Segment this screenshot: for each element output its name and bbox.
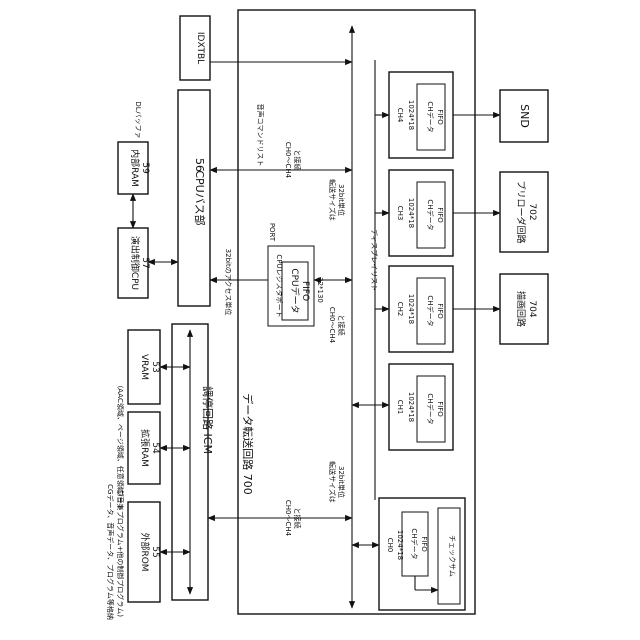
cpu-data-fifo-label-2: FIFO [300, 281, 310, 301]
channel-fifo-label-2-ch0: FIFO [420, 536, 428, 552]
channel-size-ch3: 1024*18 [407, 198, 415, 228]
channel-fifo-label-1-ch3: CHデータ [426, 199, 435, 230]
checksum-label: チェックサム [448, 535, 456, 577]
channel-size-ch0: 1024*18 [396, 530, 404, 560]
channel-fifo-label-1-ch0: CHデータ [410, 528, 419, 559]
transfer-size-bottom-1: 転送サイズは [328, 461, 337, 503]
channel-size-ch1: 1024*18 [407, 392, 415, 422]
channel-fifo-label-1-ch1: CHデータ [426, 393, 435, 424]
dl-buffer-label: DLバッファ [134, 101, 142, 138]
transfer-circuit-label: データ転送回路 700 [241, 393, 255, 495]
port-label: PORT [268, 223, 276, 242]
access-unit: 32bitのアクセス単位 [224, 249, 233, 316]
display-list: ディスプレイリスト [370, 229, 379, 292]
ext-ram-label: 拡張RAM [139, 429, 151, 467]
cpu-label: 演出制御CPU [129, 236, 141, 290]
channel-fifo-label-2-ch1: FIFO [436, 401, 444, 417]
channel-fifo-label-2-ch4: FIFO [436, 109, 444, 125]
transfer-size-bottom-2: 32bit単位 [337, 466, 346, 498]
channel-name-ch2: CH2 [396, 302, 404, 317]
icm-label: 調停回路 ICM [201, 386, 215, 454]
ch-connect-top-1: CH0〜CH4 [284, 142, 292, 179]
vram-label: VRAM [139, 354, 149, 380]
idxtbl-label: IDXTBL [195, 32, 205, 64]
ext-rom-label: 外部ROM [139, 532, 151, 571]
cpu-register-port-label: CPUレジスタポート [275, 254, 284, 317]
cpu-number: 57 [140, 257, 150, 268]
channel-fifo-label-2-ch3: FIFO [436, 207, 444, 223]
channel-name-ch3: CH3 [396, 206, 404, 221]
draw-number: 704 [527, 300, 537, 317]
cpu-data-fifo-label-1: CPUデータ [289, 268, 301, 313]
internal-ram-number: 59 [140, 162, 150, 174]
channel-size-ch2: 1024*18 [407, 294, 415, 324]
channel-fifo-label-1-ch4: CHデータ [426, 101, 435, 132]
port-width: 32*130 [316, 277, 324, 303]
preloader-number: 702 [527, 203, 537, 220]
draw-label: 描画回路 [515, 291, 527, 327]
ext-rom-number: 55 [150, 546, 160, 557]
channel-name-ch0: CH0 [386, 538, 394, 553]
ext-ram-number: 54 [150, 442, 160, 454]
transfer-size-top-2: 32bit単位 [337, 184, 346, 216]
vram-number: 53 [150, 361, 160, 372]
ext-rom-note-1: CGデータ、音声データ、プログラム等格納 [106, 484, 115, 620]
preloader-label: プリローダ回路 [515, 180, 527, 243]
channel-fifo-label-2-ch2: FIFO [436, 303, 444, 319]
snd-label: SND [518, 104, 531, 128]
channel-name-ch1: CH1 [396, 400, 404, 415]
internal-ram-label: 内部RAM [129, 149, 141, 187]
cpu-bus-number: 56 [193, 158, 206, 172]
transfer-size-top-1: 転送サイズは [328, 179, 337, 221]
ch-connect-mid-2: と接続 [337, 315, 346, 336]
ch-connect-bottom-1: CH0〜CH4 [284, 500, 292, 537]
sound-command-list: 音声コマンドリスト [256, 104, 265, 167]
cpu-bus-label: CPUバス部 [193, 170, 207, 225]
ch-connect-mid-1: CH0〜CH4 [328, 307, 336, 344]
channel-size-ch4: 1024*18 [407, 100, 415, 130]
ch-connect-top-2: と接続 [293, 150, 302, 171]
ext-rom-note-2: (ブートプログラム+他の制御プログラム) [116, 487, 125, 617]
channel-name-ch4: CH4 [396, 108, 404, 123]
channel-fifo-label-1-ch2: CHデータ [426, 295, 435, 326]
ch-connect-bottom-2: と接続 [293, 508, 302, 529]
